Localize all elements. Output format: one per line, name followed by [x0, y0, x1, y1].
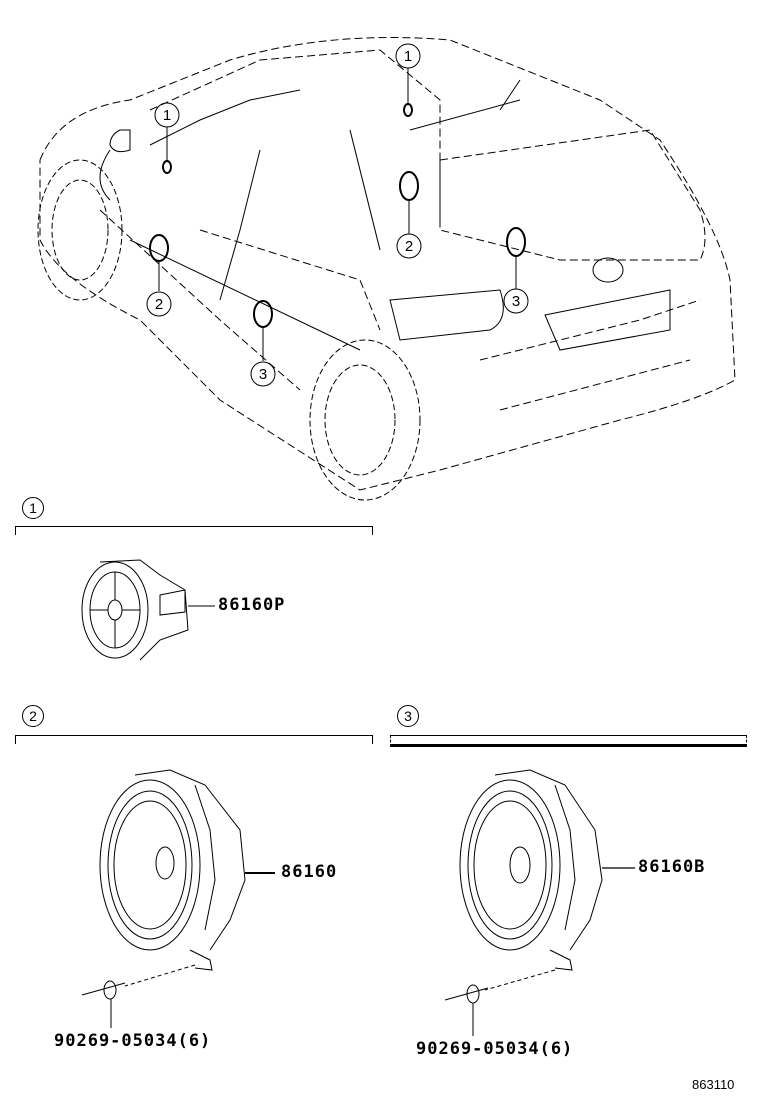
location-2a	[149, 234, 169, 262]
car-body-outline	[39, 37, 736, 491]
rear-emblem	[592, 257, 624, 283]
section-2-number: 2	[22, 705, 44, 727]
part-number-86160P[interactable]: 86160P	[218, 595, 286, 615]
part-number-90269-front[interactable]: 90269-05034(6)	[54, 1031, 212, 1051]
rear-wheel	[309, 339, 421, 501]
speaker-locations	[149, 103, 526, 328]
rear-speaker-drawing	[444, 769, 635, 1036]
callout-3a: 3	[259, 366, 267, 383]
section-1-bracket	[15, 526, 373, 535]
callout-3b: 3	[512, 293, 520, 310]
section-1-number: 1	[22, 497, 44, 519]
callout-2b: 2	[405, 238, 413, 255]
reference-code: 863110	[692, 1077, 735, 1092]
callout-1a: 1	[163, 107, 171, 124]
location-3a	[253, 300, 273, 328]
callout-leaders	[158, 68, 517, 361]
front-speaker-drawing	[81, 769, 275, 1028]
callout-2a: 2	[155, 296, 163, 313]
location-3b	[506, 227, 526, 257]
location-2b	[399, 171, 419, 201]
part-number-90269-rear[interactable]: 90269-05034(6)	[416, 1039, 574, 1059]
callout-1b: 1	[404, 48, 412, 65]
part-number-86160B[interactable]: 86160B	[638, 857, 706, 877]
location-1a	[162, 160, 172, 174]
front-wheel	[37, 159, 123, 301]
section-3-number: 3	[397, 705, 419, 727]
location-1b	[403, 103, 413, 117]
section-3-bracket	[390, 735, 747, 747]
callout-circles	[146, 43, 529, 387]
car-structure	[99, 79, 671, 351]
part-number-86160[interactable]: 86160	[281, 862, 338, 882]
tweeter-drawing	[81, 559, 215, 661]
section-2-bracket	[15, 735, 373, 744]
